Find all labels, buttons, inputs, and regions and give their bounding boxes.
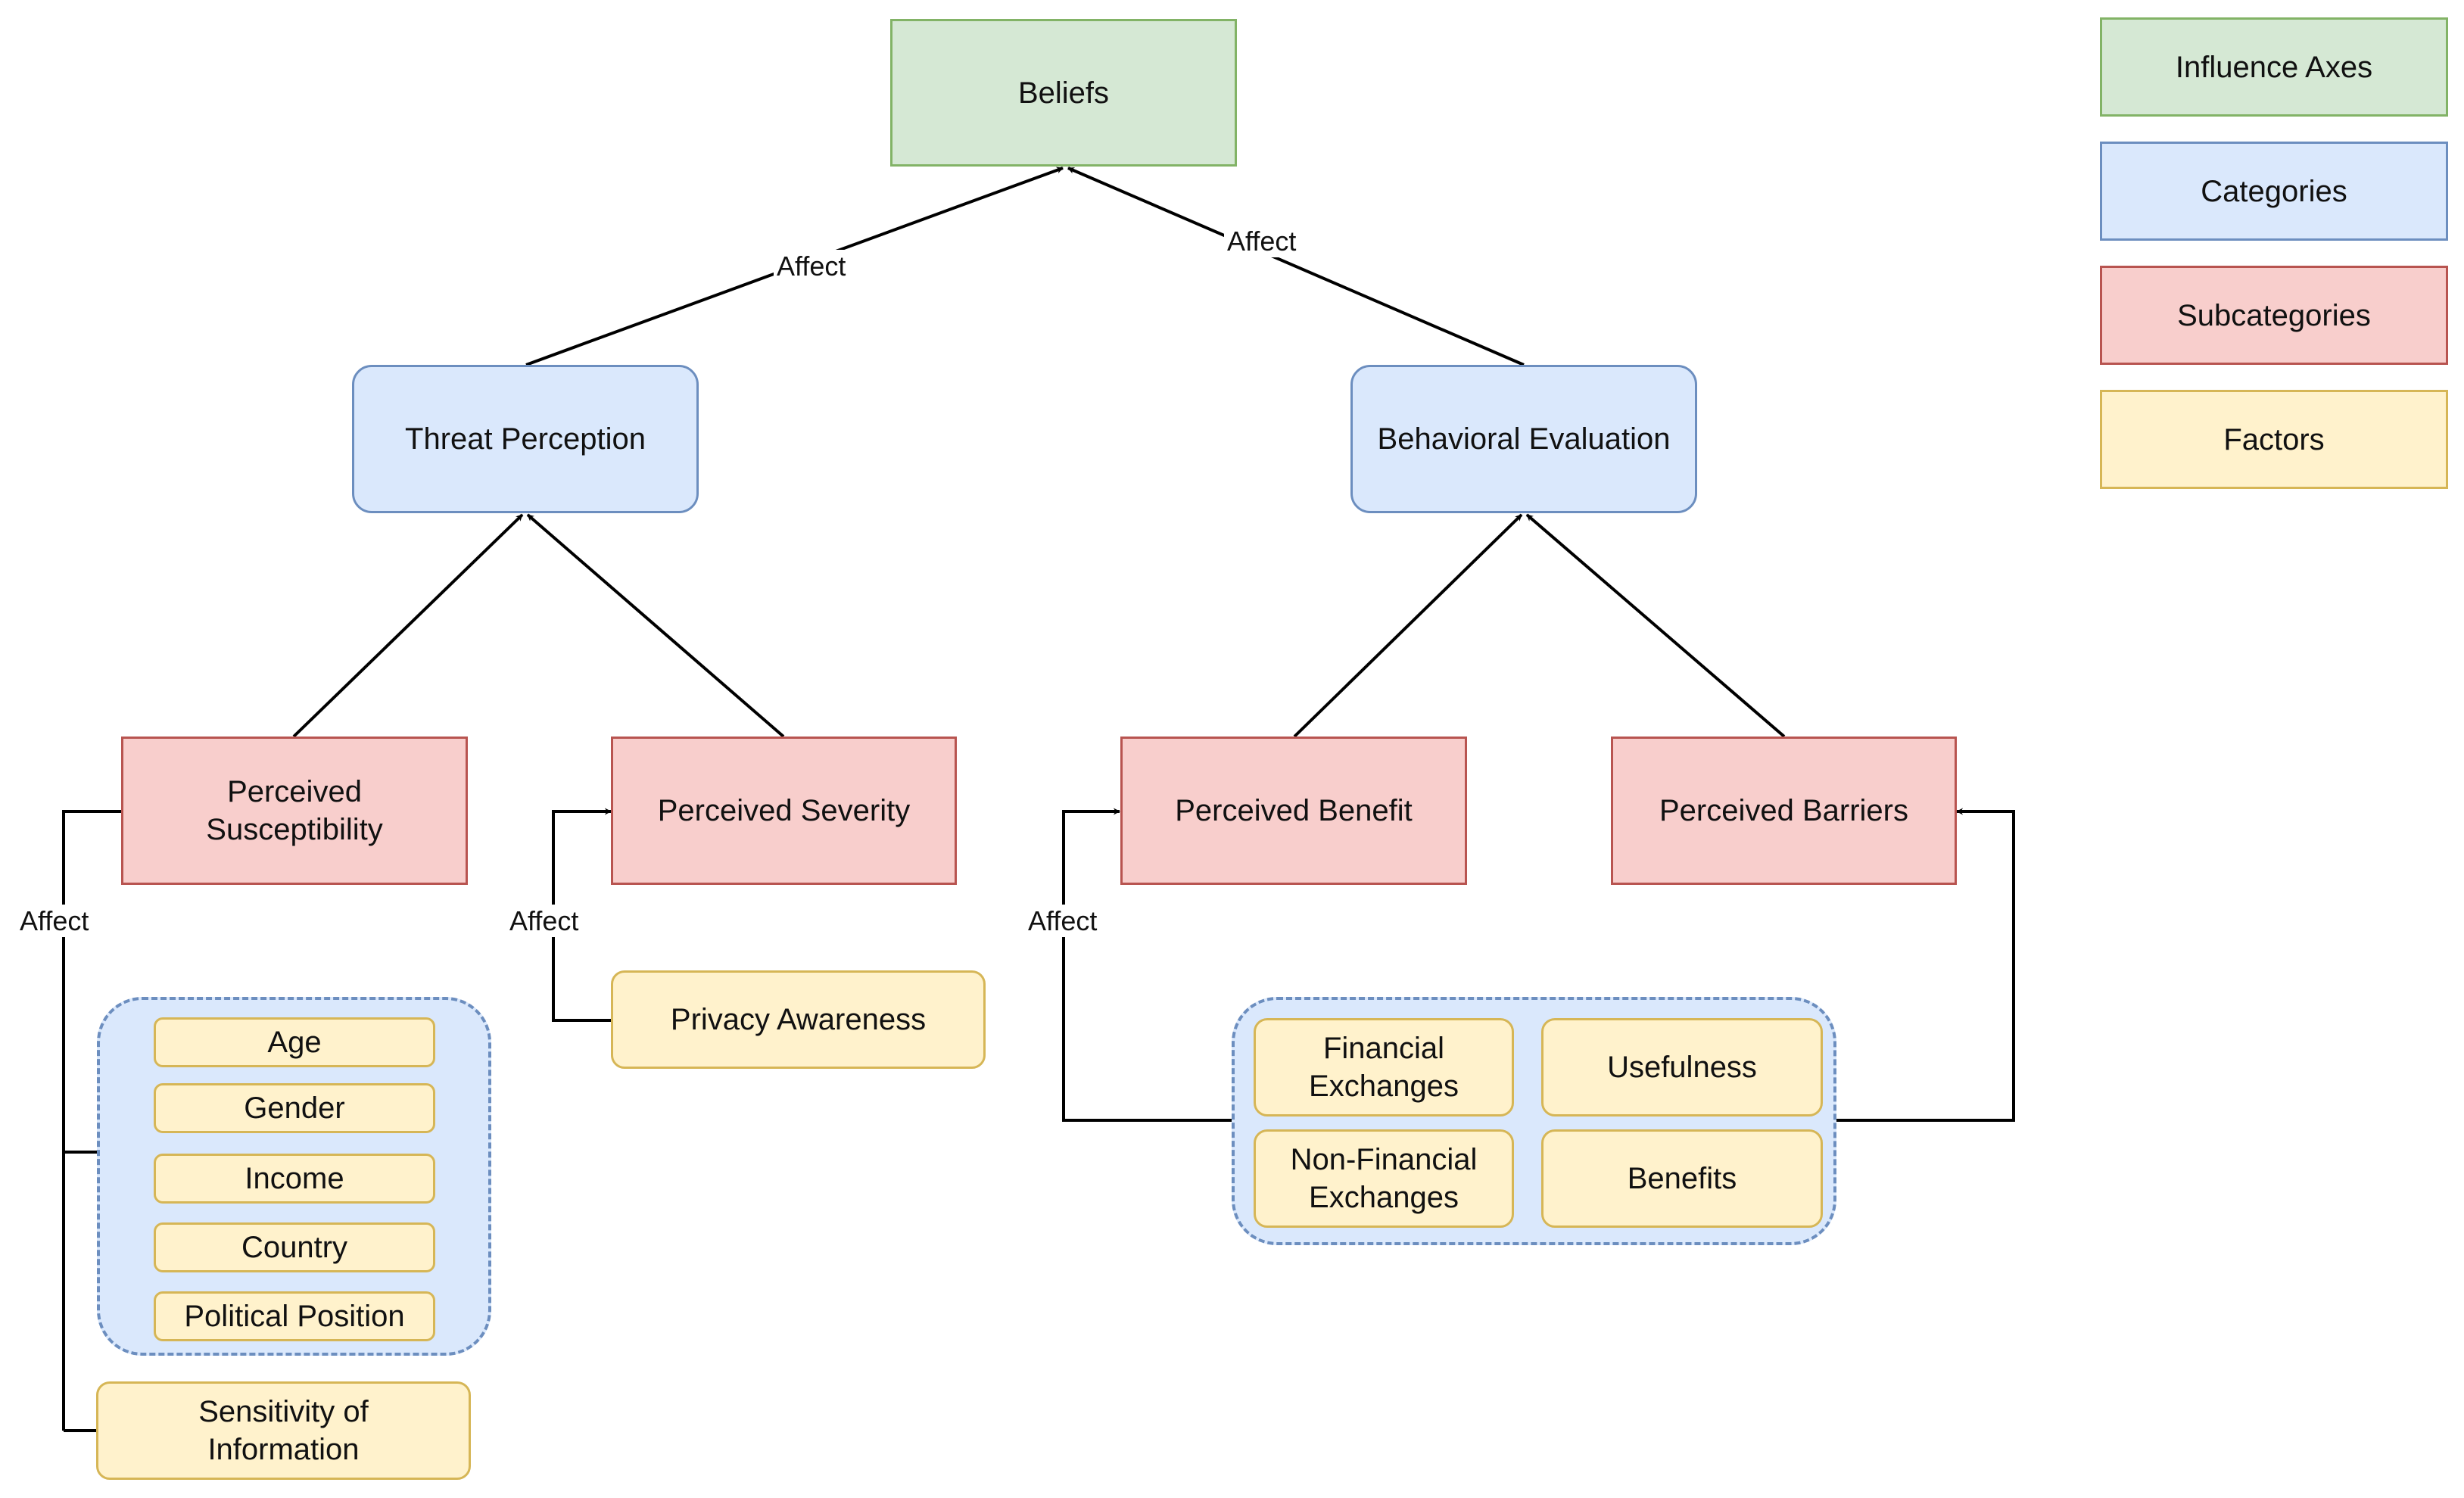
edge-label-severity: Affect xyxy=(506,905,582,938)
beliefs-node: Beliefs xyxy=(890,19,1237,167)
factor-non-financial-exchanges: Non-Financial Exchanges xyxy=(1254,1129,1514,1228)
legend-categories: Categories xyxy=(2100,142,2448,241)
behavioral-evaluation-node: Behavioral Evaluation xyxy=(1350,365,1697,513)
edge-barriers-to-behavioral xyxy=(1525,513,1786,738)
sensitivity-of-information-node: Sensitivity of Information xyxy=(96,1381,471,1480)
legend-subcategories: Subcategories xyxy=(2100,266,2448,365)
perceived-barriers-node: Perceived Barriers xyxy=(1611,737,1957,885)
factor-gender: Gender xyxy=(154,1083,435,1133)
edge-label-behavioral-to-beliefs: Affect xyxy=(1224,225,1300,258)
factor-financial-exchanges: Financial Exchanges xyxy=(1254,1018,1514,1116)
threat-perception-node: Threat Perception xyxy=(352,365,699,513)
legend-factors: Factors xyxy=(2100,390,2448,489)
factor-benefits: Benefits xyxy=(1541,1129,1823,1228)
edge-label-threat-to-beliefs: Affect xyxy=(774,250,849,283)
perceived-severity-node: Perceived Severity xyxy=(611,737,957,885)
factor-income: Income xyxy=(154,1154,435,1204)
edge-susceptibility-to-threat xyxy=(292,513,524,738)
edge-exchanges-to-benefit xyxy=(1062,808,1232,1122)
factor-political-position: Political Position xyxy=(154,1291,435,1341)
legend-influence-axes: Influence Axes xyxy=(2100,17,2448,117)
edge-factors-to-susceptibility xyxy=(62,808,128,1431)
edge-label-benefit: Affect xyxy=(1025,905,1101,938)
perceived-susceptibility-node: Perceived Susceptibility xyxy=(121,737,468,885)
edge-exchanges-to-barriers xyxy=(1836,808,2015,1122)
perceived-benefit-node: Perceived Benefit xyxy=(1120,737,1467,885)
factor-usefulness: Usefulness xyxy=(1541,1018,1823,1116)
edge-severity-to-threat xyxy=(526,513,785,738)
edge-behavioral-to-beliefs xyxy=(1067,167,1525,366)
privacy-awareness-node: Privacy Awareness xyxy=(611,970,986,1069)
edge-label-susceptibility: Affect xyxy=(17,905,92,938)
edge-benefit-to-behavioral xyxy=(1293,513,1523,738)
factor-age: Age xyxy=(154,1017,435,1067)
factor-country: Country xyxy=(154,1222,435,1272)
